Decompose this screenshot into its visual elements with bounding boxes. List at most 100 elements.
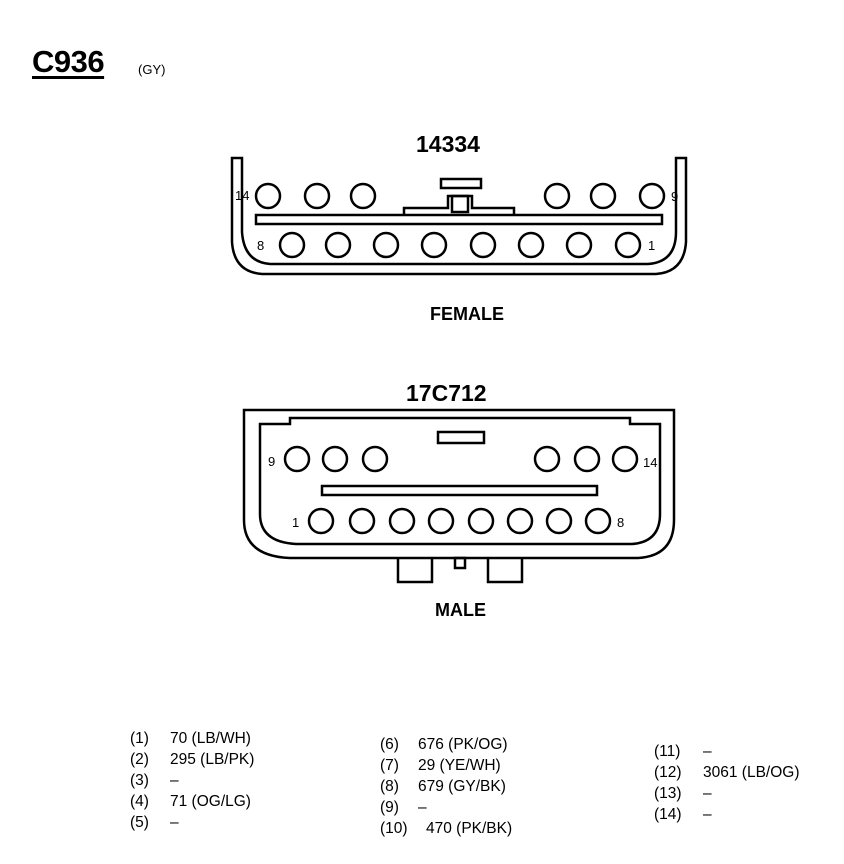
- pin-circuit: –: [703, 743, 712, 760]
- male-latch-left: [396, 558, 434, 584]
- female-cavity-6: [372, 231, 400, 259]
- male-label: MALE: [435, 600, 486, 620]
- female-cavity-8: [278, 231, 306, 259]
- male-divider-bar: [320, 484, 599, 497]
- pin-circuit: 679 (GY/BK): [418, 778, 506, 795]
- pin-number: (3): [130, 772, 149, 789]
- female-pin-label-8: 8: [257, 238, 264, 253]
- female-cavity-4: [469, 231, 497, 259]
- male-housing-outer: [242, 408, 676, 560]
- pin-number: (8): [380, 778, 399, 795]
- male-cavity-14: [611, 445, 639, 473]
- male-bottom-row: [307, 507, 612, 535]
- female-label: FEMALE: [430, 304, 504, 324]
- pinout-column-3: (11) – (12) 3061 (LB/OG) (13) – (14)–: [654, 741, 800, 825]
- male-housing-inner: [258, 416, 662, 546]
- female-latch-center: [450, 194, 470, 214]
- pin-number: (9): [380, 799, 399, 816]
- female-cavity-12: [349, 182, 377, 210]
- pinout-row: (2) 295 (LB/PK): [130, 749, 254, 770]
- pin-circuit: 676 (PK/OG): [418, 736, 508, 753]
- pin-circuit: 470 (PK/BK): [426, 820, 513, 837]
- female-cavity-5: [420, 231, 448, 259]
- male-cavity-4: [427, 507, 455, 535]
- pinout-row: (11) –: [654, 741, 800, 762]
- pin-circuit: –: [170, 814, 179, 831]
- pin-circuit: 71 (OG/LG): [170, 793, 251, 810]
- pinout-row: (13) –: [654, 783, 800, 804]
- female-connector-face: [230, 156, 688, 276]
- male-cavity-8: [584, 507, 612, 535]
- pinout-row: (3) –: [130, 770, 254, 791]
- pinout-row: (8) 679 (GY/BK): [380, 776, 512, 797]
- pinout-row: (1) 70 (LB/WH): [130, 728, 254, 749]
- pin-number: (2): [130, 751, 149, 768]
- pinout-row: (6) 676 (PK/OG): [380, 734, 512, 755]
- connector-id: C936: [32, 44, 105, 79]
- male-lock-tab: [436, 430, 486, 445]
- female-pin-label-14: 14: [235, 188, 249, 203]
- pin-number: (13): [654, 785, 682, 802]
- male-pin-label-9: 9: [268, 454, 275, 469]
- female-lock-tab: [439, 177, 483, 190]
- pinout-column-1: (1) 70 (LB/WH) (2) 295 (LB/PK) (3) – (4) 71 …: [130, 728, 254, 833]
- pinout-row: (10) 470 (PK/BK): [380, 818, 512, 839]
- pin-number: (7): [380, 757, 399, 774]
- female-pin-label-9: 9: [671, 189, 678, 204]
- pin-number: (6): [380, 736, 399, 753]
- pin-circuit: 70 (LB/WH): [170, 730, 251, 747]
- female-cavity-11: [543, 182, 571, 210]
- pin-circuit: –: [703, 785, 712, 802]
- pin-number: (10): [380, 820, 408, 837]
- pinout-row: (4) 71 (OG/LG): [130, 791, 254, 812]
- pin-number: (11): [654, 743, 681, 760]
- female-cavity-7: [324, 231, 352, 259]
- female-cavity-3: [517, 231, 545, 259]
- pin-number: (1): [130, 730, 149, 747]
- pinout-row: (9) –: [380, 797, 512, 818]
- pin-circuit: –: [418, 799, 427, 816]
- pin-circuit: 295 (LB/PK): [170, 751, 255, 768]
- male-latch-center: [453, 556, 467, 570]
- female-cavity-10: [589, 182, 617, 210]
- pinout-row: (5) –: [130, 812, 254, 833]
- female-cavity-1: [614, 231, 642, 259]
- pinout-row: (7) 29 (YE/WH): [380, 755, 512, 776]
- pinout-row: (12) 3061 (LB/OG): [654, 762, 800, 783]
- female-divider-bar: [254, 213, 664, 226]
- connector-color-code: (GY): [138, 62, 166, 77]
- male-cavity-1: [307, 507, 335, 535]
- pin-number: (12): [654, 764, 682, 781]
- female-housing-outline: [230, 156, 688, 276]
- male-cavity-3: [388, 507, 416, 535]
- male-top-row: [283, 445, 639, 473]
- male-cavity-6: [506, 507, 534, 535]
- female-cavity-14: [254, 182, 282, 210]
- pinout-column-2: (6) 676 (PK/OG) (7) 29 (YE/WH) (8) 679 (GY/…: [380, 734, 512, 839]
- pin-number: (5): [130, 814, 149, 831]
- female-cavity-9: [638, 182, 666, 210]
- male-latch-right: [486, 558, 524, 584]
- female-cavity-13: [303, 182, 331, 210]
- female-top-row: [254, 182, 666, 210]
- female-cavity-2: [565, 231, 593, 259]
- female-part-number: 14334: [416, 131, 480, 157]
- male-cavity-2: [348, 507, 376, 535]
- pinout-row: (14)–: [654, 804, 800, 825]
- male-cavity-13: [573, 445, 601, 473]
- pin-number: (14): [654, 806, 682, 823]
- male-pin-label-1: 1: [292, 515, 299, 530]
- male-cavity-5: [467, 507, 495, 535]
- male-part-number: 17C712: [406, 380, 487, 406]
- female-pin-label-1: 1: [648, 238, 655, 253]
- pin-circuit: 3061 (LB/OG): [703, 764, 800, 781]
- pin-number: (4): [130, 793, 149, 810]
- female-bottom-row: [278, 231, 642, 259]
- pin-circuit: –: [170, 772, 179, 789]
- male-cavity-7: [545, 507, 573, 535]
- male-pin-label-14: 14: [643, 455, 657, 470]
- pin-circuit: 29 (YE/WH): [418, 757, 501, 774]
- male-cavity-12: [533, 445, 561, 473]
- male-pin-label-8: 8: [617, 515, 624, 530]
